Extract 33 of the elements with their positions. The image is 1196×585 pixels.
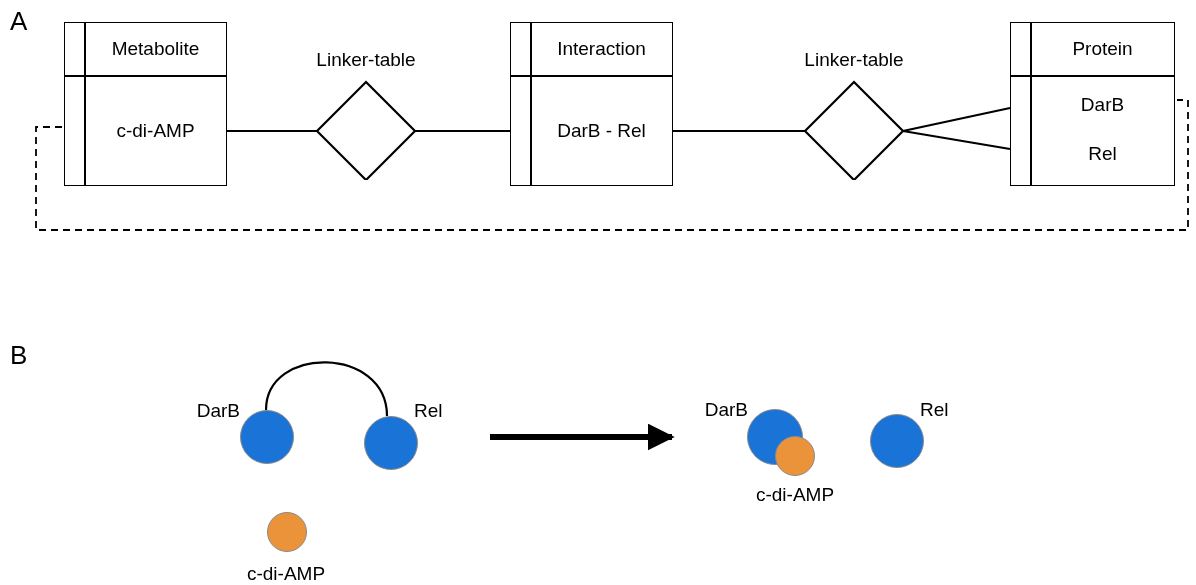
arrow xyxy=(490,423,675,451)
panel-letter: B xyxy=(10,340,28,371)
table-field: DarB - Rel xyxy=(557,120,646,142)
table-heading: Interaction xyxy=(557,38,646,60)
relationship-label: Linker-table xyxy=(316,50,416,71)
molecule-circle xyxy=(267,512,307,552)
entity-table xyxy=(510,22,673,186)
molecule-label: DarB xyxy=(704,399,748,421)
connector-line xyxy=(227,129,317,133)
table-heading: Metabolite xyxy=(111,38,200,60)
molecule-label: DarB xyxy=(196,400,240,422)
molecule-circle xyxy=(364,416,418,470)
table-field: DarB xyxy=(1080,94,1125,116)
table-heading: Protein xyxy=(1072,38,1133,60)
molecule-circle xyxy=(775,436,815,476)
molecule-label: c-di-AMP xyxy=(755,484,835,506)
entity-table xyxy=(64,22,227,186)
molecule-label: Rel xyxy=(414,400,443,422)
connector-line xyxy=(902,129,1011,151)
connector-line xyxy=(35,99,1189,231)
molecule-label: c-di-AMP xyxy=(246,563,326,585)
connector-line xyxy=(673,129,805,133)
relationship-label: Linker-table xyxy=(804,50,904,71)
entity-table xyxy=(1010,22,1175,186)
molecule-circle xyxy=(870,414,924,468)
table-field: Rel xyxy=(1088,143,1117,165)
connector-line xyxy=(902,106,1011,133)
panel-letter: A xyxy=(10,6,28,37)
molecule-label: Rel xyxy=(920,399,949,421)
connector-line xyxy=(264,361,389,417)
table-field: c-di-AMP xyxy=(116,120,195,142)
connector-line xyxy=(415,129,510,133)
molecule-circle xyxy=(240,410,294,464)
